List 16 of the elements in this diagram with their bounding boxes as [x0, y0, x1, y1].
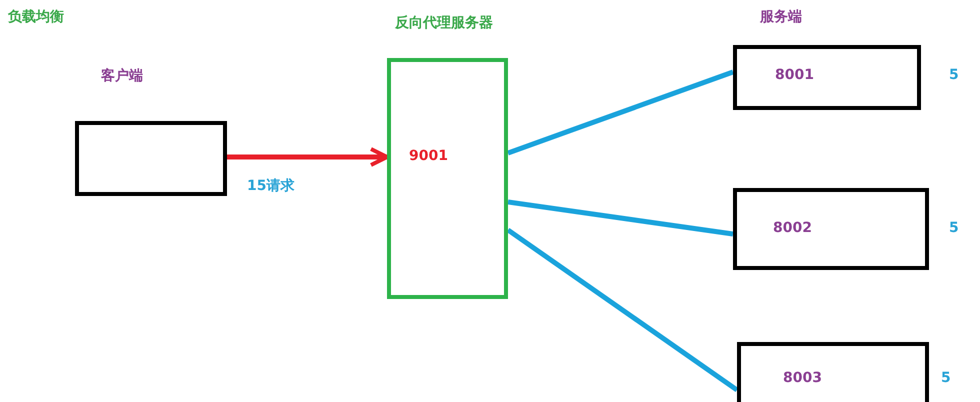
port-number: 8001	[775, 67, 814, 83]
connector	[506, 228, 738, 392]
weight-number: 5	[941, 370, 951, 386]
port-number: 8003	[783, 370, 822, 386]
connector	[508, 200, 734, 236]
connector	[227, 147, 389, 167]
port-number: 8002	[773, 220, 812, 236]
heading: 反向代理服务器	[395, 14, 493, 32]
group-heading: 服务端	[760, 8, 802, 26]
edge-label: 15请求	[247, 177, 294, 195]
weight-number: 5	[949, 220, 959, 236]
port-number: 9001	[409, 148, 448, 164]
title: 负载均衡	[8, 8, 64, 26]
connector	[507, 70, 734, 156]
weight-number: 5	[949, 67, 959, 83]
heading: 客户端	[101, 67, 143, 85]
